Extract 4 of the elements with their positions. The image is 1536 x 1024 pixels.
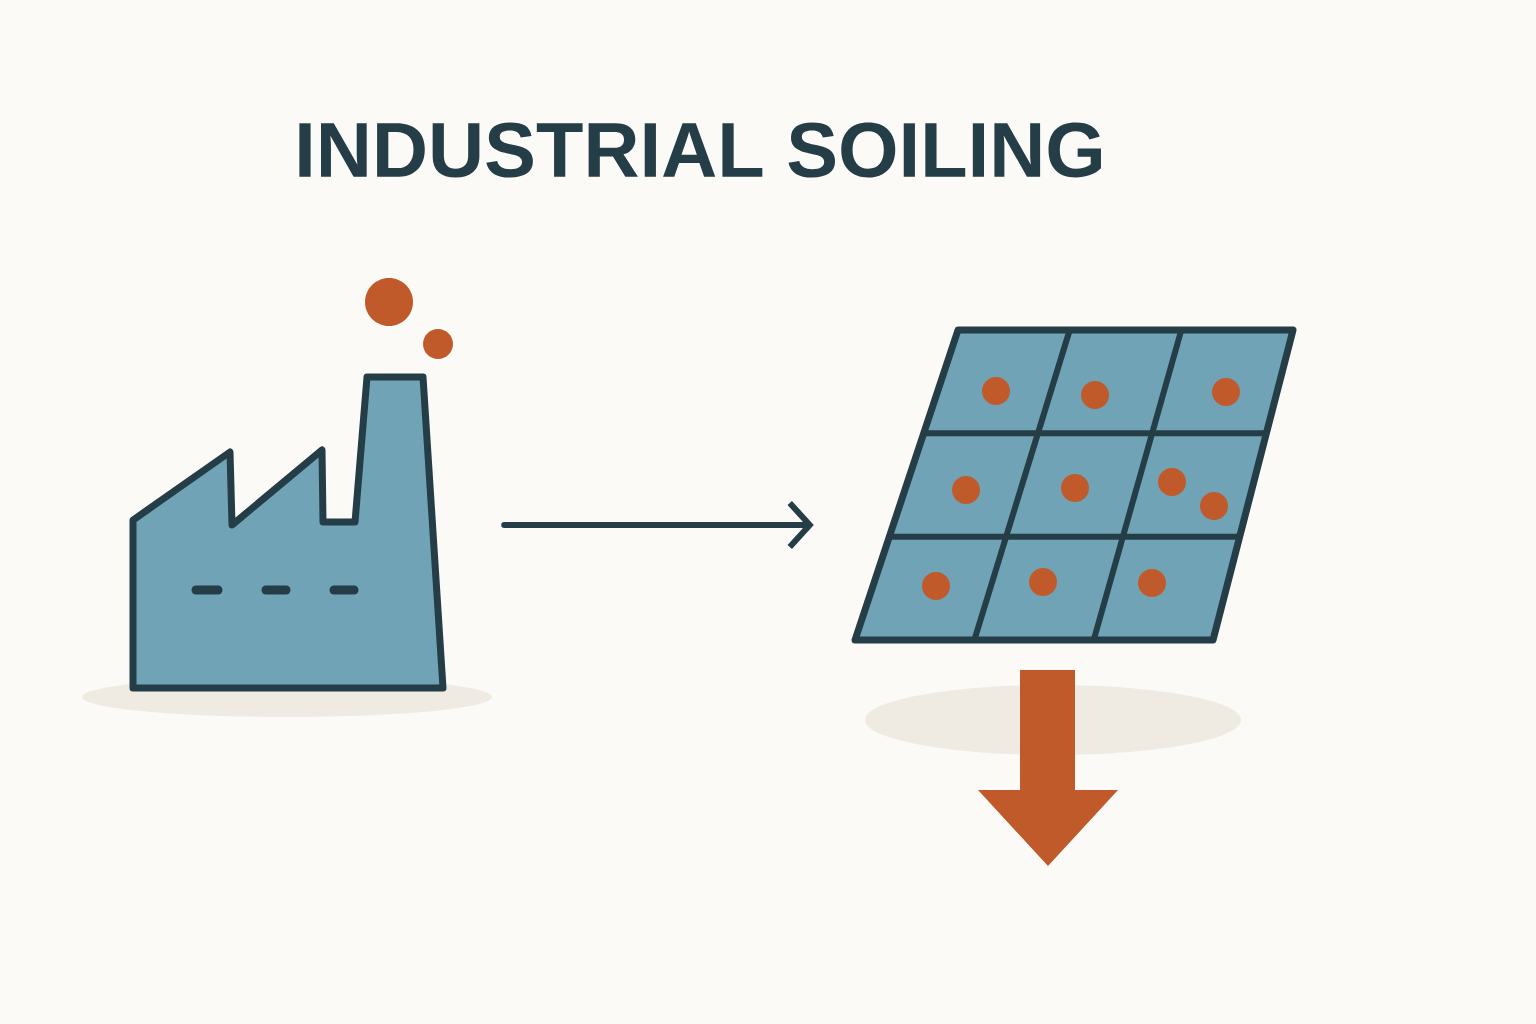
arrow bbox=[501, 501, 814, 550]
factory-drawing bbox=[82, 278, 492, 717]
title: INDUSTRIAL SOILING bbox=[299, 122, 1101, 178]
solar-panel-drawing bbox=[851, 326, 1297, 755]
